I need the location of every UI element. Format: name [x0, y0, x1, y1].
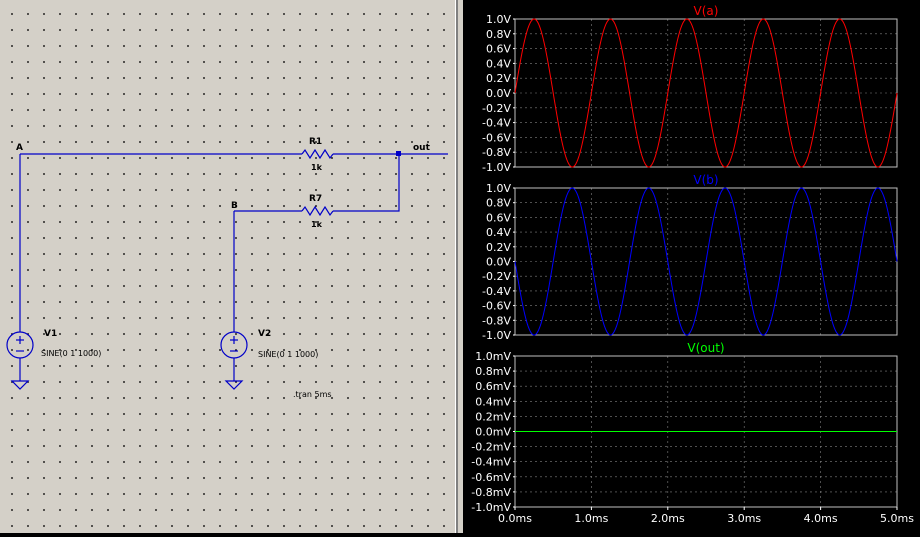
trace-1[interactable] [514, 18, 898, 168]
r7-value[interactable]: 1k [311, 220, 322, 229]
y-tick-label: -0.4mV [471, 456, 511, 469]
ground-v2-icon [224, 380, 244, 390]
r1-value[interactable]: 1k [311, 163, 322, 172]
net-label-a[interactable]: A [16, 143, 23, 153]
x-tick-label: 5.0ms [880, 512, 914, 525]
plot-pane-1[interactable]: 1.0V 0.8V 0.6V0.4V 0.2V 0.0V -0.2V -0.4V-0.6V -… [482, 4, 898, 174]
trace-2[interactable] [514, 187, 898, 336]
spice-directive[interactable]: .tran 5ms [293, 390, 332, 399]
y-tick-label: 0.6V [486, 211, 511, 224]
junction-dot [396, 151, 401, 156]
y-tick-label: 0.6V [486, 43, 511, 56]
trace-title[interactable]: V(b) [693, 173, 718, 187]
y-tick-label: -0.8V [482, 314, 511, 327]
y-tick-label: 1.0V [486, 13, 511, 26]
x-tick-label: 4.0ms [804, 512, 838, 525]
y-tick-label: 0.8V [486, 197, 511, 210]
schematic-editor[interactable]: A B out R1 1k R7 1k V1 SINE(0 1 1000) V2… [0, 0, 458, 533]
y-tick-label: 1.0mV [475, 350, 511, 363]
wire-r7-out [333, 154, 400, 212]
y-tick-label: 1.0V [486, 182, 511, 195]
plot-pane-2[interactable]: 1.0V0.8V0.6V0.4V0.2V0.0V-0.2V-0.4V-0.6V-… [482, 173, 898, 342]
y-tick-label: -0.6V [482, 300, 511, 313]
y-tick-label: 0.2mV [475, 410, 511, 423]
y-tick-label: -0.2V [482, 270, 511, 283]
y-tick-label: 0.0V [486, 87, 511, 100]
y-tick-label: 0.8mV [475, 365, 511, 378]
resistor-r7-symbol [301, 205, 334, 217]
y-tick-label: -0.8V [482, 146, 511, 159]
y-tick-label: -0.2V [482, 102, 511, 115]
plot-pane-3[interactable]: 1.0mV 0.8mV 0.6mV 0.4mV 0.2mV 0.0mV -0.2mV -0.4… [471, 341, 898, 514]
x-tick-label: 2.0ms [651, 512, 685, 525]
schematic-drawing [6, 148, 448, 390]
y-tick-label: -0.6mV [471, 471, 511, 484]
v2-name[interactable]: V2 [258, 329, 272, 339]
pane-splitter[interactable] [458, 0, 463, 533]
y-tick-label: -1.0mV [471, 501, 511, 514]
y-tick-label: 0.6mV [475, 380, 511, 393]
wires [6, 148, 448, 390]
y-tick-label: 0.2V [486, 241, 511, 254]
pane-border [455, 0, 458, 533]
y-tick-label: -0.4V [482, 285, 511, 298]
resistor-r1-symbol [301, 148, 334, 160]
net-label-b[interactable]: B [231, 201, 238, 211]
y-tick-label: 0.4mV [475, 395, 511, 408]
y-tick-label: -0.4V [482, 117, 511, 130]
y-tick-label: 0.0mV [475, 426, 511, 439]
r1-name[interactable]: R1 [309, 137, 323, 147]
x-tick-label: 3.0ms [727, 512, 761, 525]
y-tick-label: -0.2mV [471, 441, 511, 454]
y-tick-label: -0.8mV [471, 486, 511, 499]
y-tick-label: 0.4V [486, 57, 511, 70]
y-tick-label: 0.2V [486, 72, 511, 85]
v2-value[interactable]: SINE(0 1 1000) [258, 350, 319, 359]
y-tick-label: -1.0V [482, 329, 511, 342]
source-v2-symbol [220, 331, 248, 359]
trace-title[interactable]: V(out) [687, 341, 724, 355]
trace-title[interactable]: V(a) [694, 4, 719, 18]
x-tick-label: 1.0ms [574, 512, 608, 525]
y-tick-label: 0.0V [486, 256, 511, 269]
y-tick-label: -0.6V [482, 131, 511, 144]
v1-value[interactable]: SINE(0 1 1000) [41, 349, 102, 358]
r7-name[interactable]: R7 [309, 194, 323, 204]
y-tick-label: -1.0V [482, 161, 511, 174]
y-tick-label: 0.4V [486, 226, 511, 239]
ground-v1-icon [10, 380, 30, 390]
x-tick-label: 0.0ms [498, 512, 532, 525]
net-label-out[interactable]: out [413, 143, 430, 153]
waveform-plots[interactable]: 1.0V0.8V0.6V0.4V0.2V0.0V-0.2V-0.4V-0.6V-… [463, 0, 920, 533]
source-v1-symbol [6, 331, 34, 359]
y-tick-label: 0.8V [486, 28, 511, 41]
v1-name[interactable]: V1 [44, 329, 58, 339]
